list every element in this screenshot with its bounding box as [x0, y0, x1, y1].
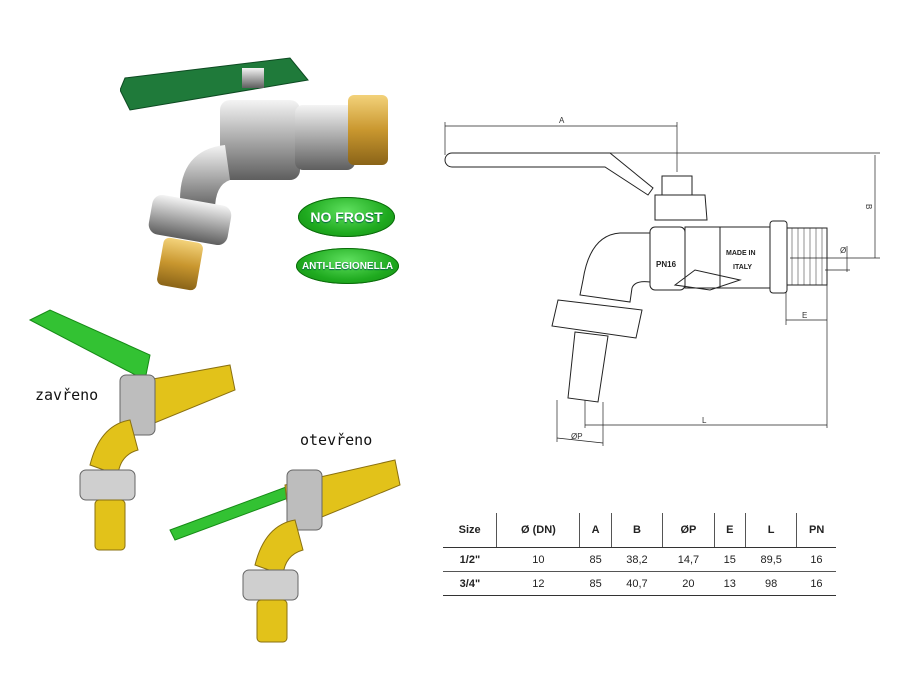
cell: 16 — [796, 547, 836, 572]
cell: 20 — [662, 571, 715, 596]
cutaway-closed-valve — [28, 309, 236, 551]
cell: 15 — [714, 547, 746, 572]
product-photo-valve — [120, 57, 388, 291]
col-e: E — [713, 513, 746, 548]
cell: 14,7 — [662, 547, 715, 572]
cell: 40,7 — [611, 571, 663, 596]
col-l: L — [744, 513, 797, 548]
col-size: Size — [443, 513, 497, 548]
open-state-label: otevřeno — [300, 431, 373, 449]
dimension-lines — [444, 122, 880, 446]
anti-legionella-badge: ANTI-LEGIONELLA — [296, 248, 399, 284]
no-frost-badge: NO FROST — [298, 197, 395, 237]
cutaway-open-valve — [169, 459, 401, 643]
table-header-row: Size Ø (DN) A B ØP E L PN — [443, 513, 836, 548]
table-row: 1/2" 10 85 38,2 14,7 15 89,5 16 — [443, 547, 836, 572]
origin-line2: ITALY — [733, 264, 752, 271]
dim-b-label: B — [864, 204, 873, 209]
cell: 12 — [496, 571, 580, 596]
union-nut — [551, 299, 643, 339]
col-b: B — [610, 513, 663, 548]
stem-nut — [661, 175, 693, 196]
dim-e-label: E — [802, 311, 807, 320]
dim-diameter-label: Ø — [840, 246, 846, 255]
dim-a-label: A — [559, 116, 565, 125]
dim-p-label: ØP — [571, 432, 583, 441]
cell: 3/4" — [443, 571, 497, 596]
cell: 1/2" — [443, 547, 497, 572]
cell: 16 — [796, 571, 836, 596]
cell: 89,5 — [745, 547, 797, 572]
col-a: A — [579, 513, 612, 548]
lever-handle — [444, 152, 654, 196]
cell: 85 — [579, 571, 612, 596]
origin-line1: MADE IN — [726, 250, 756, 257]
col-pn: PN — [796, 513, 836, 548]
dimensions-table: Size Ø (DN) A B ØP E L PN 1/2" 10 85 38,… — [443, 513, 836, 596]
cell: 85 — [579, 547, 612, 572]
pn-mark: PN16 — [656, 260, 677, 269]
cell: 98 — [745, 571, 797, 596]
hose-barb — [567, 331, 609, 403]
col-dn: Ø (DN) — [496, 513, 580, 548]
technical-drawing: A B Ø E L ØP PN16 MADE IN ITALY — [444, 116, 880, 446]
cell: 38,2 — [611, 547, 663, 572]
dim-l-label: L — [702, 416, 707, 425]
cell: 10 — [496, 547, 580, 572]
closed-state-label: zavřeno — [35, 386, 99, 404]
cell: 13 — [714, 571, 746, 596]
col-p: ØP — [662, 513, 715, 548]
table-row: 3/4" 12 85 40,7 20 13 98 16 — [443, 571, 836, 596]
valve-body — [649, 226, 686, 291]
